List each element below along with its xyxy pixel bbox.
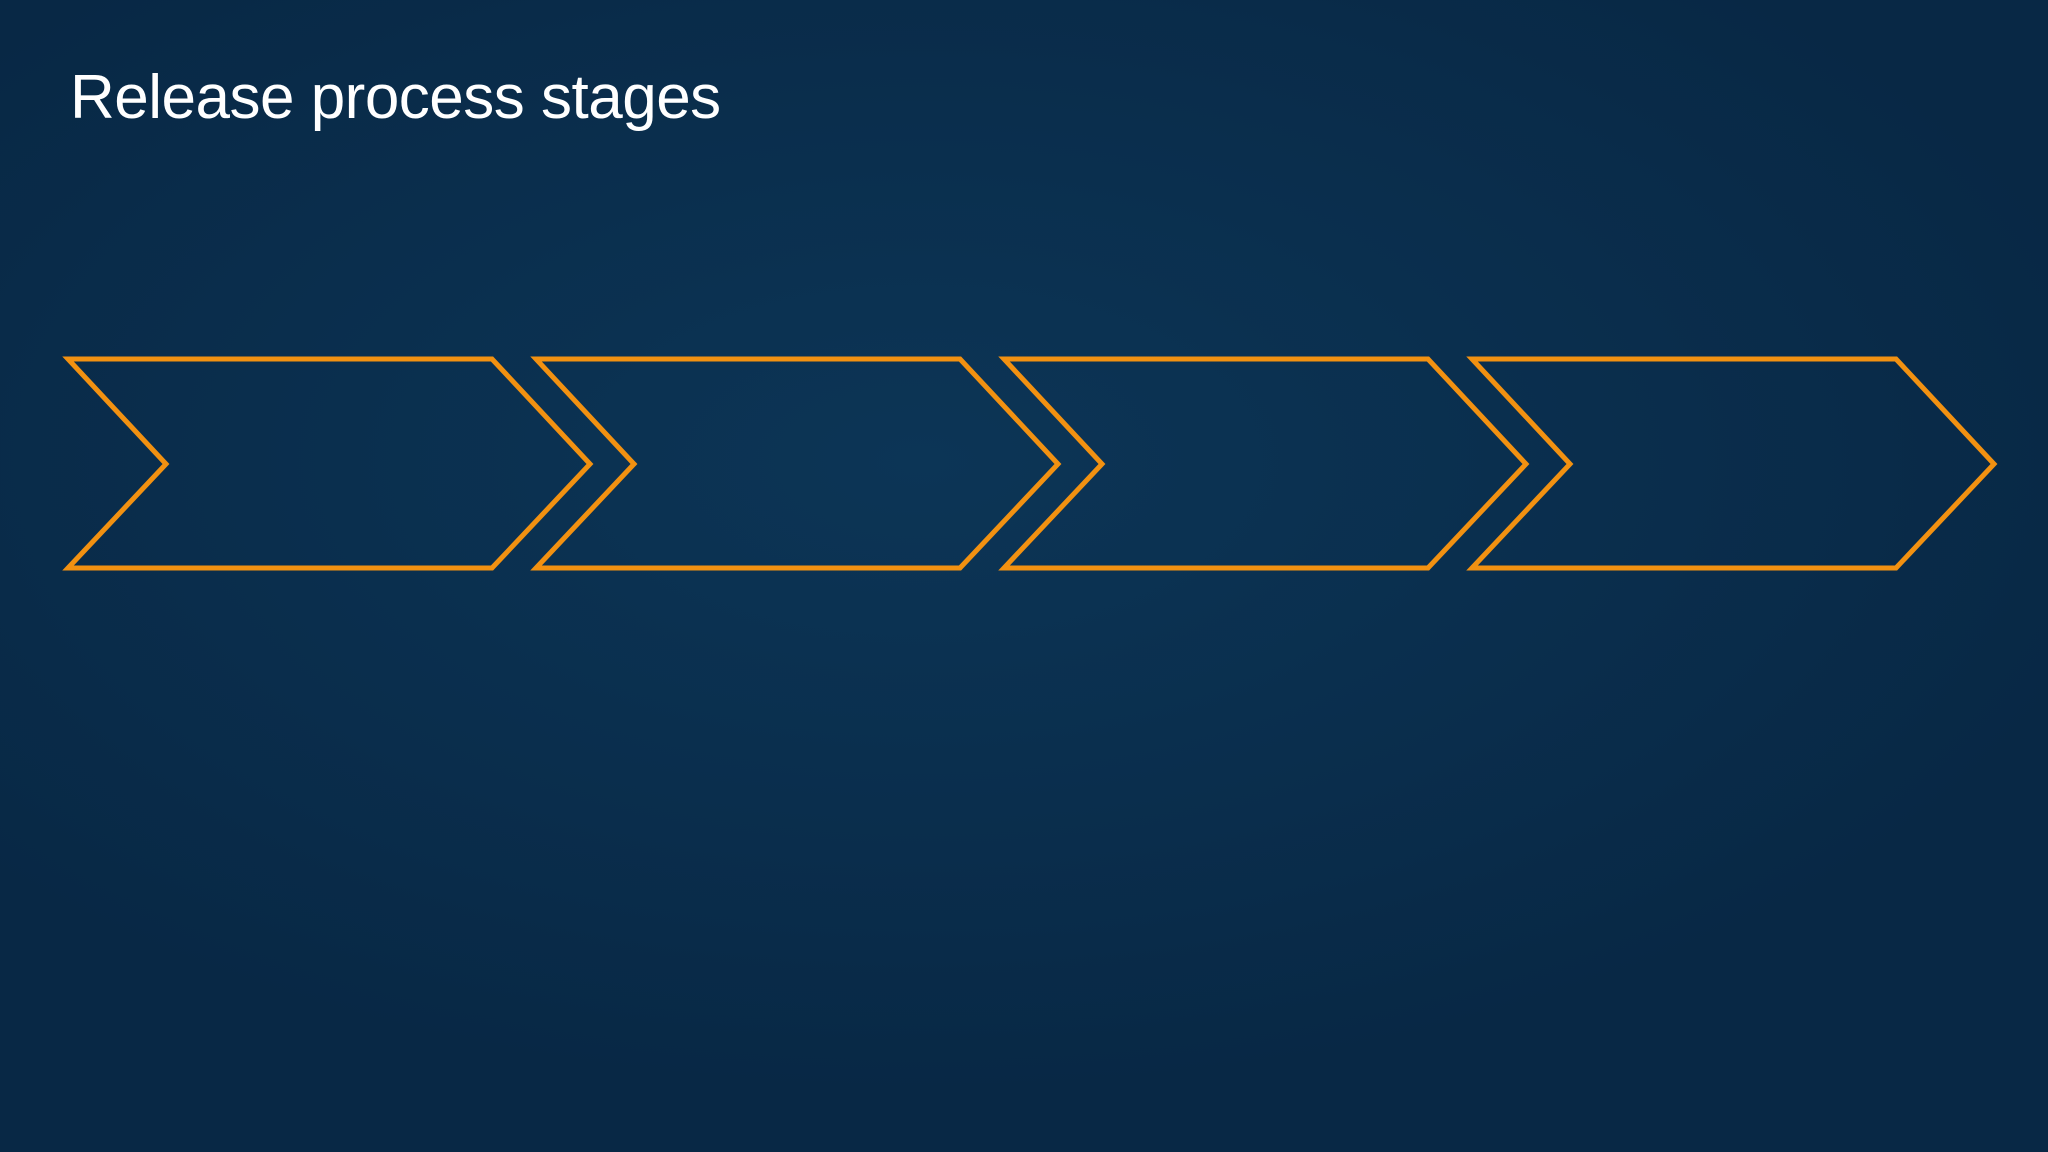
page-title: Release process stages bbox=[70, 63, 721, 132]
chevron-stage-4 bbox=[1466, 356, 1998, 571]
release-pipeline-diagram bbox=[0, 71, 2048, 1152]
chevron-stage-3 bbox=[998, 356, 1530, 571]
chevron-stage-1 bbox=[62, 356, 594, 571]
chevron-stage-2 bbox=[530, 356, 1062, 571]
